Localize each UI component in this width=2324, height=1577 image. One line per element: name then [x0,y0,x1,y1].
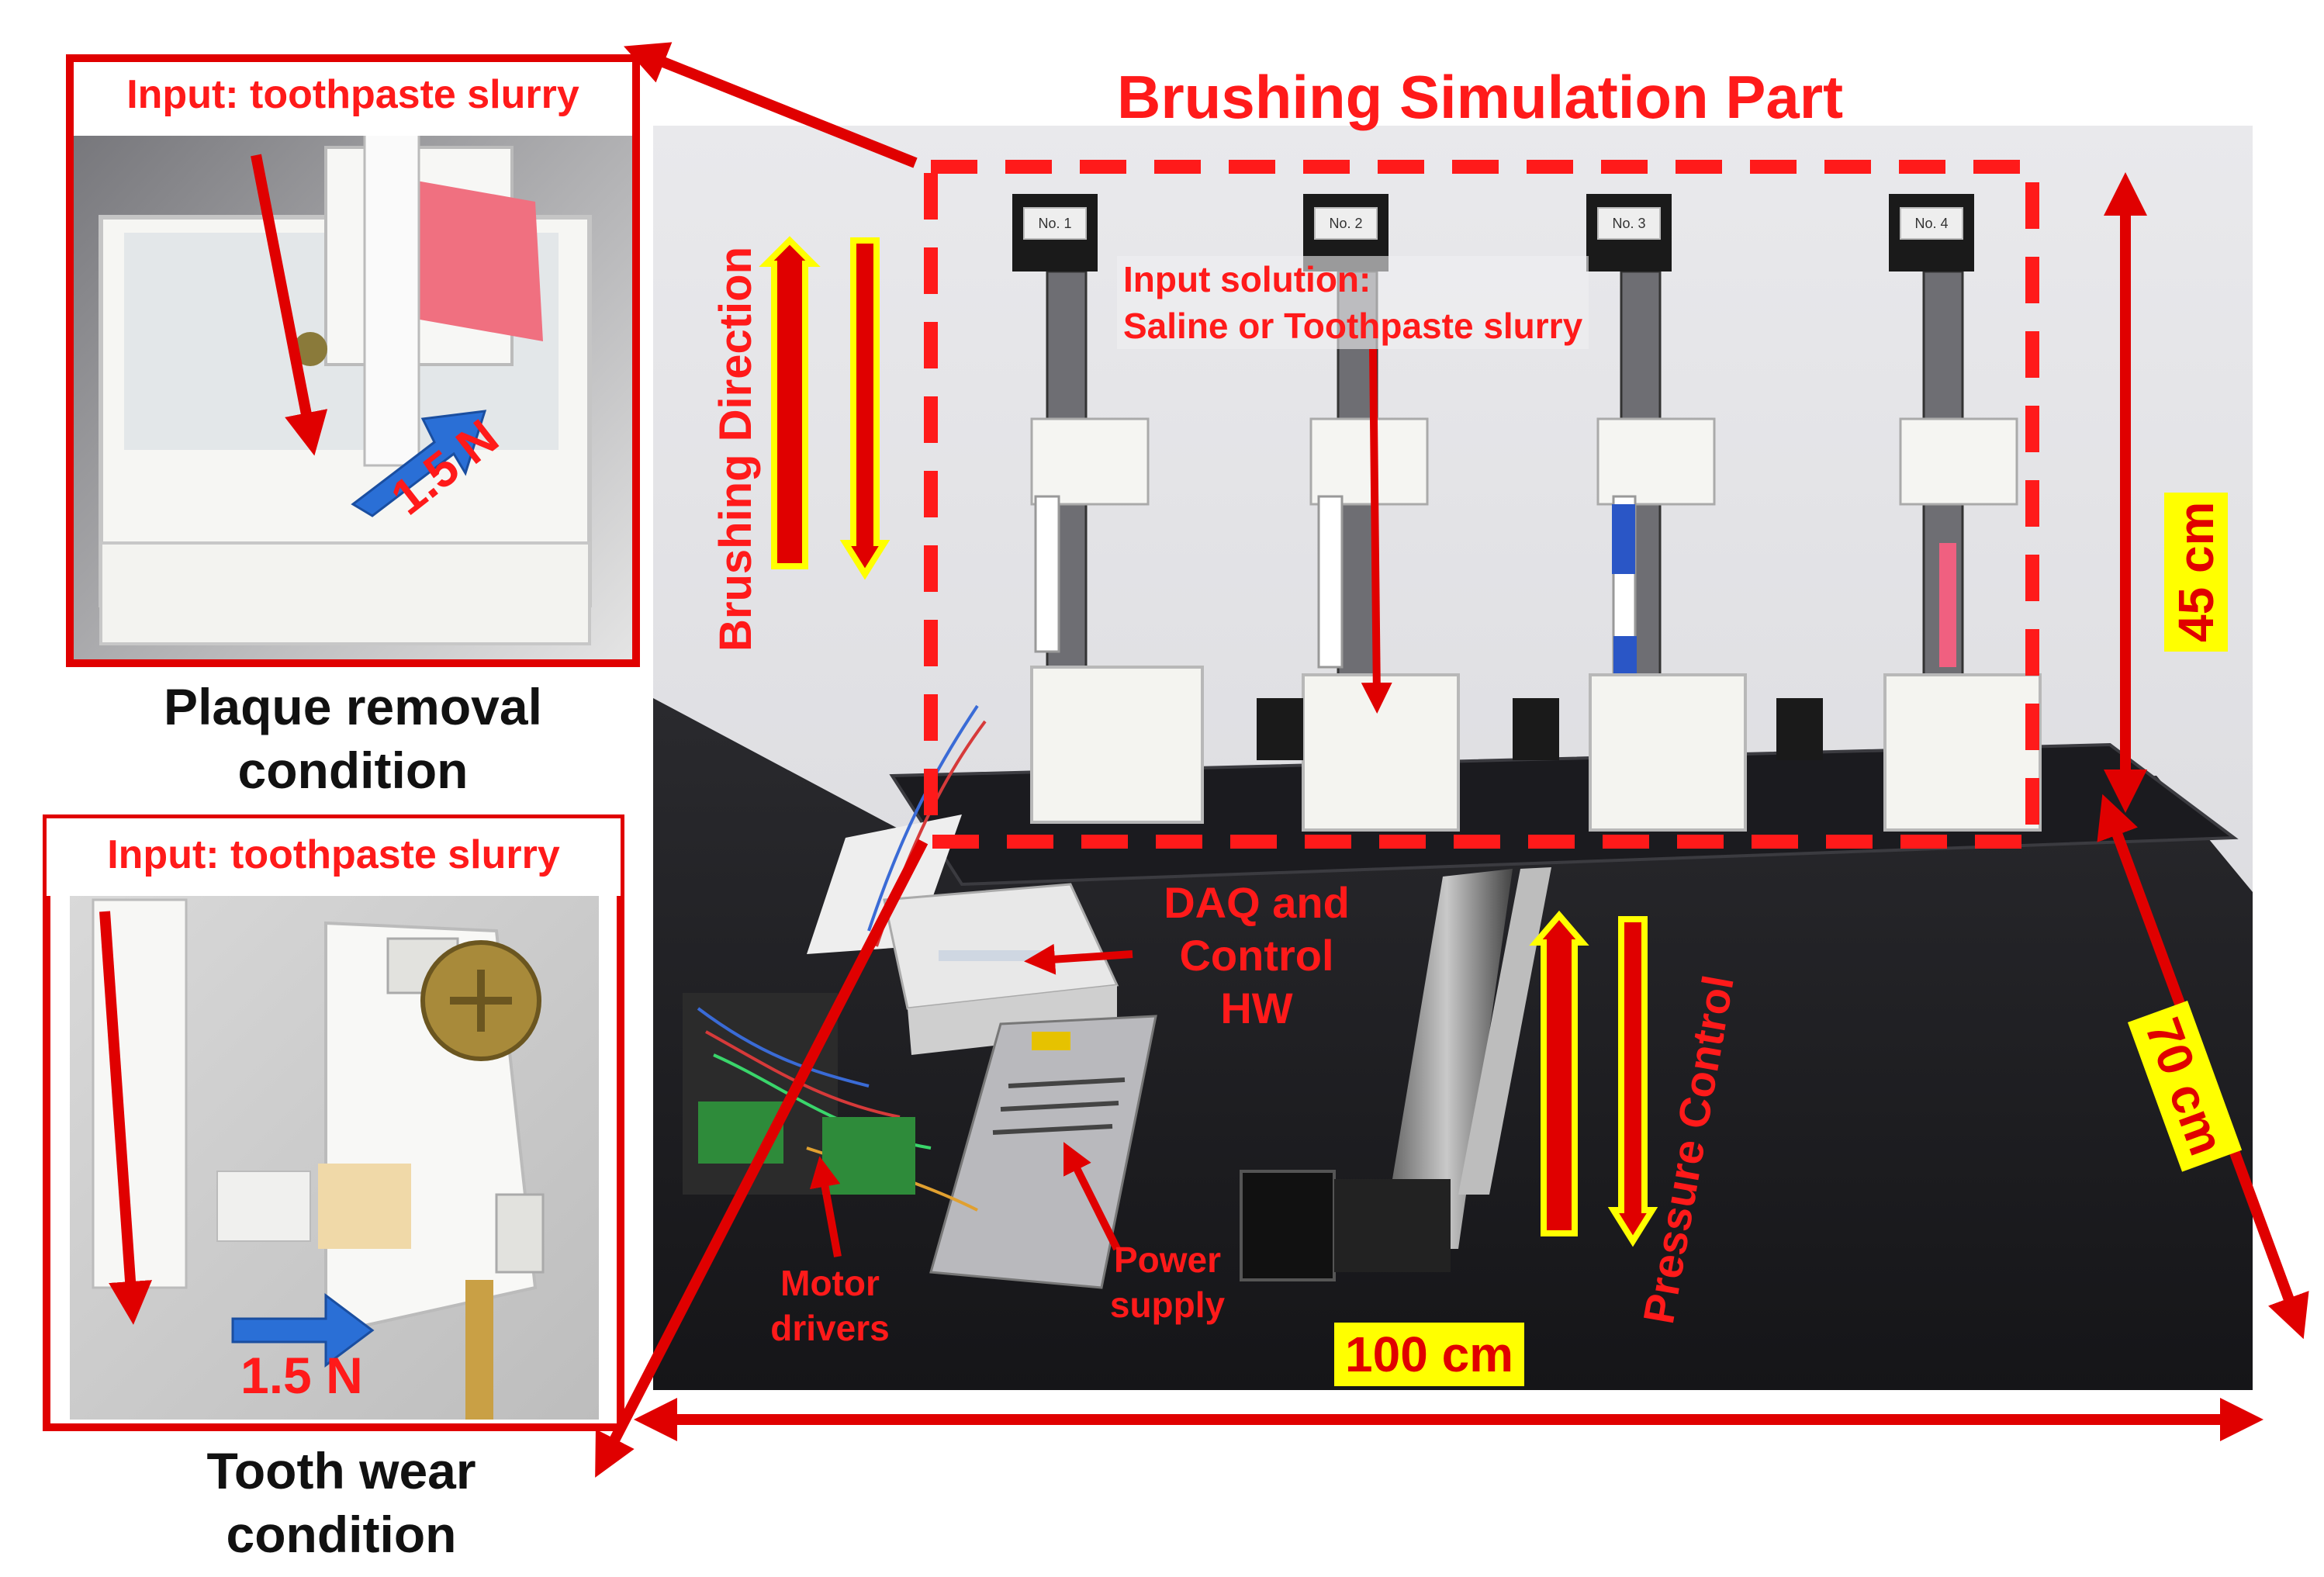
plaque-inset-border [66,54,640,667]
input-solution-label: Input solution: Saline or Toothpaste slu… [1117,256,1589,349]
wear-input-label: Input: toothpaste slurry [107,832,560,877]
power-supply-label: Power supply [1090,1237,1245,1327]
pressure-control-arrows [1529,910,1658,1247]
wear-caption-line2: condition [226,1506,457,1563]
connector-arrow-to-wear-inset [595,839,929,1478]
station-tag-1: No. 1 [1038,216,1072,231]
power-supply-line2: supply [1109,1285,1226,1325]
connector-arrow-to-plaque-inset [624,42,918,168]
brushing-stations [1012,194,2042,832]
height-label: 45 cm [2164,492,2228,652]
wear-inset-header-bg [47,818,621,896]
wear-caption-line1: Tooth wear [206,1442,476,1499]
daq-label-line3: HW [1220,984,1293,1032]
power-supply-line1: Power [1113,1240,1222,1280]
station-tag-2: No. 2 [1329,216,1363,231]
simulation-part-dashed-box [924,160,2039,849]
plaque-input-label: Input: toothpaste slurry [126,72,579,117]
input-solution-line2: Saline or Toothpaste slurry [1123,306,1583,346]
plaque-caption: Plaque removal condition [70,675,636,802]
motor-drivers-label: Motor drivers [752,1261,908,1350]
wear-caption: Tooth wear condition [47,1439,636,1566]
power-callout-arrow [1063,1142,1121,1251]
plaque-inset-photo [70,58,636,663]
input-solution-arrow [1361,348,1392,714]
wear-force-arrow [231,1293,375,1368]
station-tag-4: No. 4 [1914,216,1949,231]
wear-slurry-arrow [99,911,152,1325]
brushing-direction-label: Brushing Direction [711,246,761,652]
plaque-caption-line1: Plaque removal [164,678,542,735]
daq-label-line1: DAQ and [1164,878,1350,927]
daq-label: DAQ and Control HW [1140,877,1373,1035]
figure-title: Brushing Simulation Part [1117,63,1844,131]
plaque-inset-header-bg [74,62,632,136]
daq-label-line2: Control [1179,931,1334,980]
daq-callout-arrow [1024,943,1133,975]
plaque-caption-line2: condition [237,742,469,799]
brushing-direction-arrows [759,236,891,580]
motor-callout-arrow [809,1156,842,1257]
plaque-slurry-arrow [251,154,328,456]
input-solution-line1: Input solution: [1123,259,1371,299]
plaque-force-arrow [351,410,487,517]
motor-drivers-line1: Motor [780,1263,880,1303]
width-label: 100 cm [1334,1323,1525,1386]
motor-drivers-line2: drivers [770,1308,890,1348]
wear-force-label: 1.5 N [240,1347,363,1404]
station-tag-3: No. 3 [1612,216,1646,231]
